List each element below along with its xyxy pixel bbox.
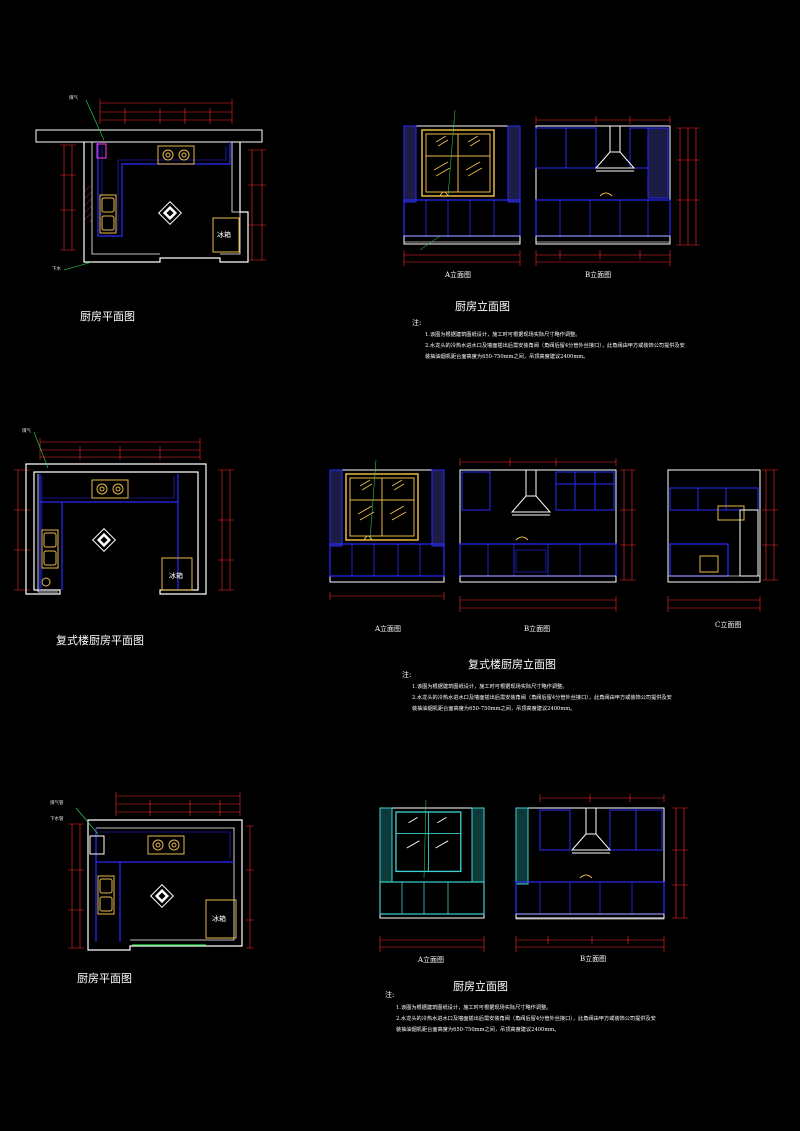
sheet2-plan (14, 431, 234, 595)
sheet3-plan (68, 792, 254, 951)
elevation-title: 厨房立面图 (453, 980, 508, 993)
gas-label: 煤气 (69, 96, 78, 101)
note-line: 2.水龙头的冷热水进水口及墙面插出后需安装角阀（角阀后留4分管外丝接口），此角阀… (412, 695, 672, 701)
drain-label: 下水管 (50, 817, 64, 822)
elevation-c-label: C立面图 (715, 621, 742, 629)
notes-heading: 注: (385, 991, 395, 999)
elevation-b-label: B立面图 (585, 271, 612, 279)
elevation-a-label: A立面图 (418, 956, 445, 964)
elevation-b-label: B立面图 (524, 625, 551, 633)
sheet1-elevations (403, 109, 700, 266)
note-line: 装抽油烟机距台面高度为650-750mm之间，吊顶高度建议2400mm。 (396, 1027, 560, 1033)
note-line: 2.水龙头的冷热水进水口及墙面插出后需安装角阀（角阀后留4分管外丝接口），此角阀… (396, 1016, 656, 1022)
elevation-a-label: A立面图 (445, 271, 472, 279)
sheet3-elevations (379, 794, 688, 952)
note-line: 1.该图为根据建筑图纸设计，施工时可根据现场实际尺寸略作调整。 (396, 1005, 552, 1011)
note-line: 装抽油烟机距台面高度为650-750mm之间，吊顶高度建议2400mm。 (425, 354, 589, 360)
plan-title: 厨房平面图 (80, 310, 135, 323)
note-line: 2.水龙头的冷热水进水口及墙面插出后需安装角阀（角阀后留4分管外丝接口），此角阀… (425, 343, 685, 349)
fridge-label: 冰箱 (169, 572, 183, 580)
sheet2-elevations (329, 458, 778, 612)
note-line: 1.该图为根据建筑图纸设计，施工时可根据现场实际尺寸略作调整。 (412, 684, 568, 690)
notes-heading: 注: (402, 671, 412, 679)
sheet1-plan (35, 99, 266, 271)
plan-title: 复式楼厨房平面图 (56, 634, 144, 647)
fridge-label: 冰箱 (212, 915, 226, 923)
fridge-label: 冰箱 (217, 231, 231, 239)
elevation-title: 厨房立面图 (455, 300, 510, 313)
notes-heading: 注: (412, 319, 422, 327)
elevation-b-label: B立面图 (580, 955, 607, 963)
note-line: 装抽油烟机距台面高度为650-750mm之间，吊顶高度建议2400mm。 (412, 706, 576, 712)
plan-title: 厨房平面图 (77, 972, 132, 985)
gas-label: 煤气管 (50, 801, 64, 806)
note-line: 1.该图为根据建筑图纸设计，施工时可根据现场实际尺寸略作调整。 (425, 332, 581, 338)
drain-label: 下水 (52, 267, 61, 272)
gas-label: 煤气 (22, 429, 31, 434)
elevation-title: 复式楼厨房立面图 (468, 658, 556, 671)
elevation-a-label: A立面图 (375, 625, 402, 633)
